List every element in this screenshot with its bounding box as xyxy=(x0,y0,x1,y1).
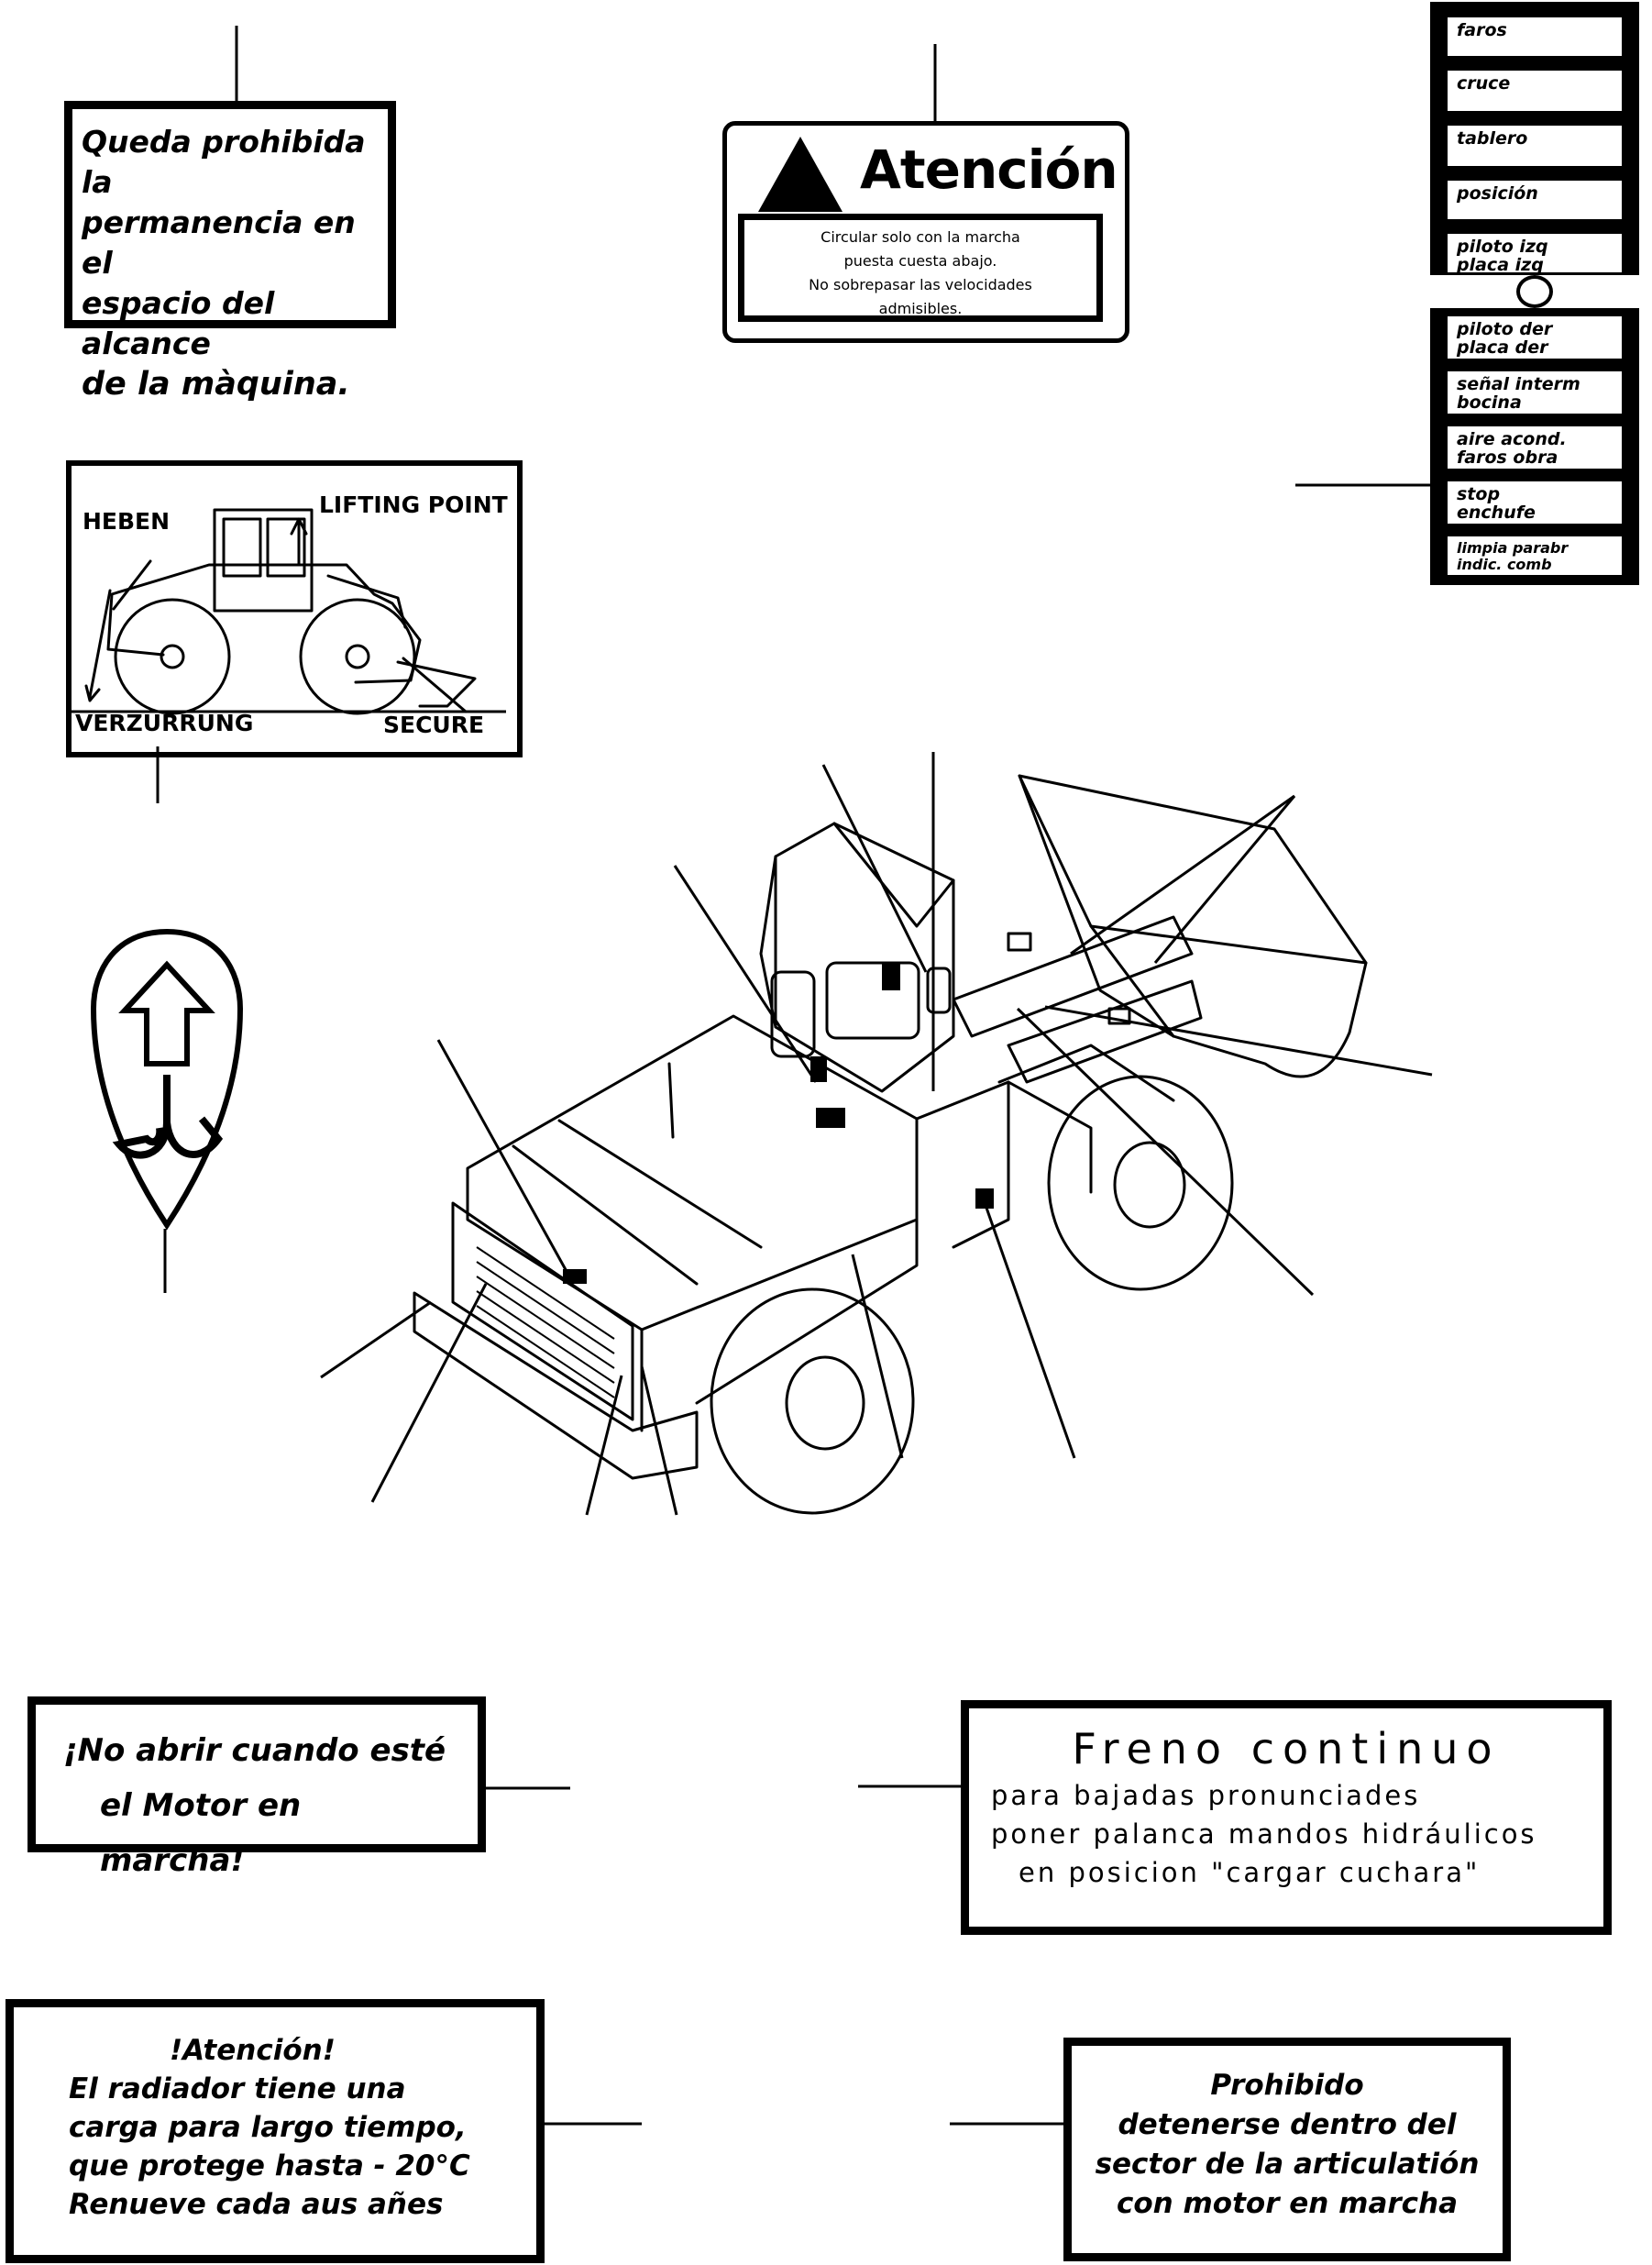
label-atencion-title: Atención xyxy=(860,138,1118,201)
leader-machine-13 xyxy=(851,1254,904,1459)
label-prohibida-permanencia: Queda prohibida la permanencia en el esp… xyxy=(64,101,396,403)
leader-machine-5 xyxy=(1153,795,1296,964)
leader-machine-11 xyxy=(585,1375,623,1516)
fuse-cell-text: placa izq xyxy=(1457,255,1544,275)
fuse-cell: aire acond.faros obra xyxy=(1445,424,1624,471)
label-noabrir-line: el Motor en marcha! xyxy=(100,1787,302,1879)
secure-text: SECURE xyxy=(383,712,485,738)
warning-triangle-icon xyxy=(758,137,843,212)
fuse-cell-text: piloto der xyxy=(1457,319,1553,339)
fuse-cell-text: bocina xyxy=(1457,392,1522,413)
label-prohibido-line: detenerse dentro del xyxy=(1118,2108,1457,2141)
fuse-cell-text: indic. comb xyxy=(1457,556,1552,573)
leader-machine-12 xyxy=(640,1365,678,1516)
label-prohibido-articulacion: Prohibido detenerse dentro del sector de… xyxy=(1063,2038,1511,2261)
label-atencion-line: puesta cuesta abajo. xyxy=(843,252,997,270)
label-radiador-line: El radiador tiene una xyxy=(69,2072,406,2105)
label-radiador: !Atención! El radiador tiene una carga p… xyxy=(6,1999,545,2263)
label-atencion-line: Circular solo con la marcha xyxy=(820,228,1020,246)
wheel-loader-drawing xyxy=(413,774,1368,1515)
fuse-cell-text: stop xyxy=(1457,484,1501,504)
fuse-cell-text: faros obra xyxy=(1457,447,1558,468)
heben-text: HEBEN xyxy=(83,508,171,535)
label-prohibido-line: sector de la articulatión xyxy=(1095,2148,1480,2181)
label-atencion-marcha: Atención Circular solo con la marcha pue… xyxy=(722,121,1129,343)
fuse-cell: tablero xyxy=(1445,123,1624,169)
label-freno-line: para bajadas pronunciades xyxy=(991,1780,1421,1811)
label-radiador-line: !Atención! xyxy=(170,2034,336,2067)
label-radiador-line: carga para largo tiempo, xyxy=(69,2111,467,2144)
fuse-cell: posición xyxy=(1445,178,1624,222)
leader-machine-6 xyxy=(1044,1005,1433,1077)
fuse-cell: faros xyxy=(1445,15,1624,59)
fuse-cell-text: aire acond. xyxy=(1457,429,1567,449)
leader-machine-8 xyxy=(436,1039,570,1276)
label-atencion-line: No sobrepasar las velocidades xyxy=(809,276,1032,293)
fuse-cell-text: posición xyxy=(1457,183,1538,204)
leader-machine-10 xyxy=(370,1283,488,1503)
fuse-cell-text: tablero xyxy=(1457,128,1528,149)
leader-machine-1 xyxy=(673,865,818,1083)
hook-lifting-icon xyxy=(90,928,244,1231)
loader-silhouette-icon xyxy=(72,508,506,715)
label-prohibido-line: con motor en marcha xyxy=(1116,2187,1459,2220)
fuse-cell-text: limpia parabr xyxy=(1457,539,1569,557)
label-prohibida-line: de la màquina. xyxy=(82,366,350,403)
fuse-cell-text: señal interm xyxy=(1457,374,1580,394)
lifting-point-text: LIFTING POINT xyxy=(319,492,508,518)
fuse-cell-text: faros xyxy=(1457,20,1507,40)
label-no-abrir: ¡No abrir cuando esté el Motor en marcha… xyxy=(28,1696,486,1879)
fuse-cell-text: cruce xyxy=(1457,73,1511,94)
label-radiador-line: que protege hasta - 20°C xyxy=(69,2149,470,2182)
label-atencion-text: Circular solo con la marcha puesta cuest… xyxy=(738,214,1103,322)
label-prohibido-line: Prohibido xyxy=(1210,2069,1364,2102)
label-radiador-line: Renueve cada aus añes xyxy=(69,2188,444,2221)
fuse-strip-hole-icon xyxy=(1516,275,1553,308)
label-prohibida-line: Queda prohibida la xyxy=(82,124,366,200)
label-prohibida-line: espacio del alcance xyxy=(82,285,275,361)
leader-machine-7 xyxy=(1016,1007,1315,1297)
label-lifting-point: HEBEN LIFTING POINT VERZURRUNG SECURE xyxy=(66,460,523,757)
fuse-cell-text: enchufe xyxy=(1457,503,1536,523)
label-prohibida-line: permanencia en el xyxy=(82,204,356,281)
leader-machine-9 xyxy=(320,1300,432,1379)
fuse-cell: cruce xyxy=(1445,68,1624,114)
fuse-cell-text: placa der xyxy=(1457,337,1548,358)
label-atencion-line: admisibles. xyxy=(878,300,963,317)
fuse-cell-text: piloto izq xyxy=(1457,237,1548,257)
leader-machine-2 xyxy=(821,764,928,973)
label-freno-continuo: Freno continuo para bajadas pronunciades… xyxy=(961,1700,1612,1935)
label-noabrir-line: ¡No abrir cuando esté xyxy=(63,1732,446,1769)
label-freno-line: poner palanca mandos hidráulicos xyxy=(991,1818,1537,1850)
leader-machine-14 xyxy=(979,1191,1076,1459)
verzurrung-text: VERZURRUNG xyxy=(75,710,254,736)
label-freno-title: Freno continuo xyxy=(1072,1724,1501,1773)
label-freno-line: en posicion "cargar cuchara" xyxy=(1019,1857,1481,1888)
